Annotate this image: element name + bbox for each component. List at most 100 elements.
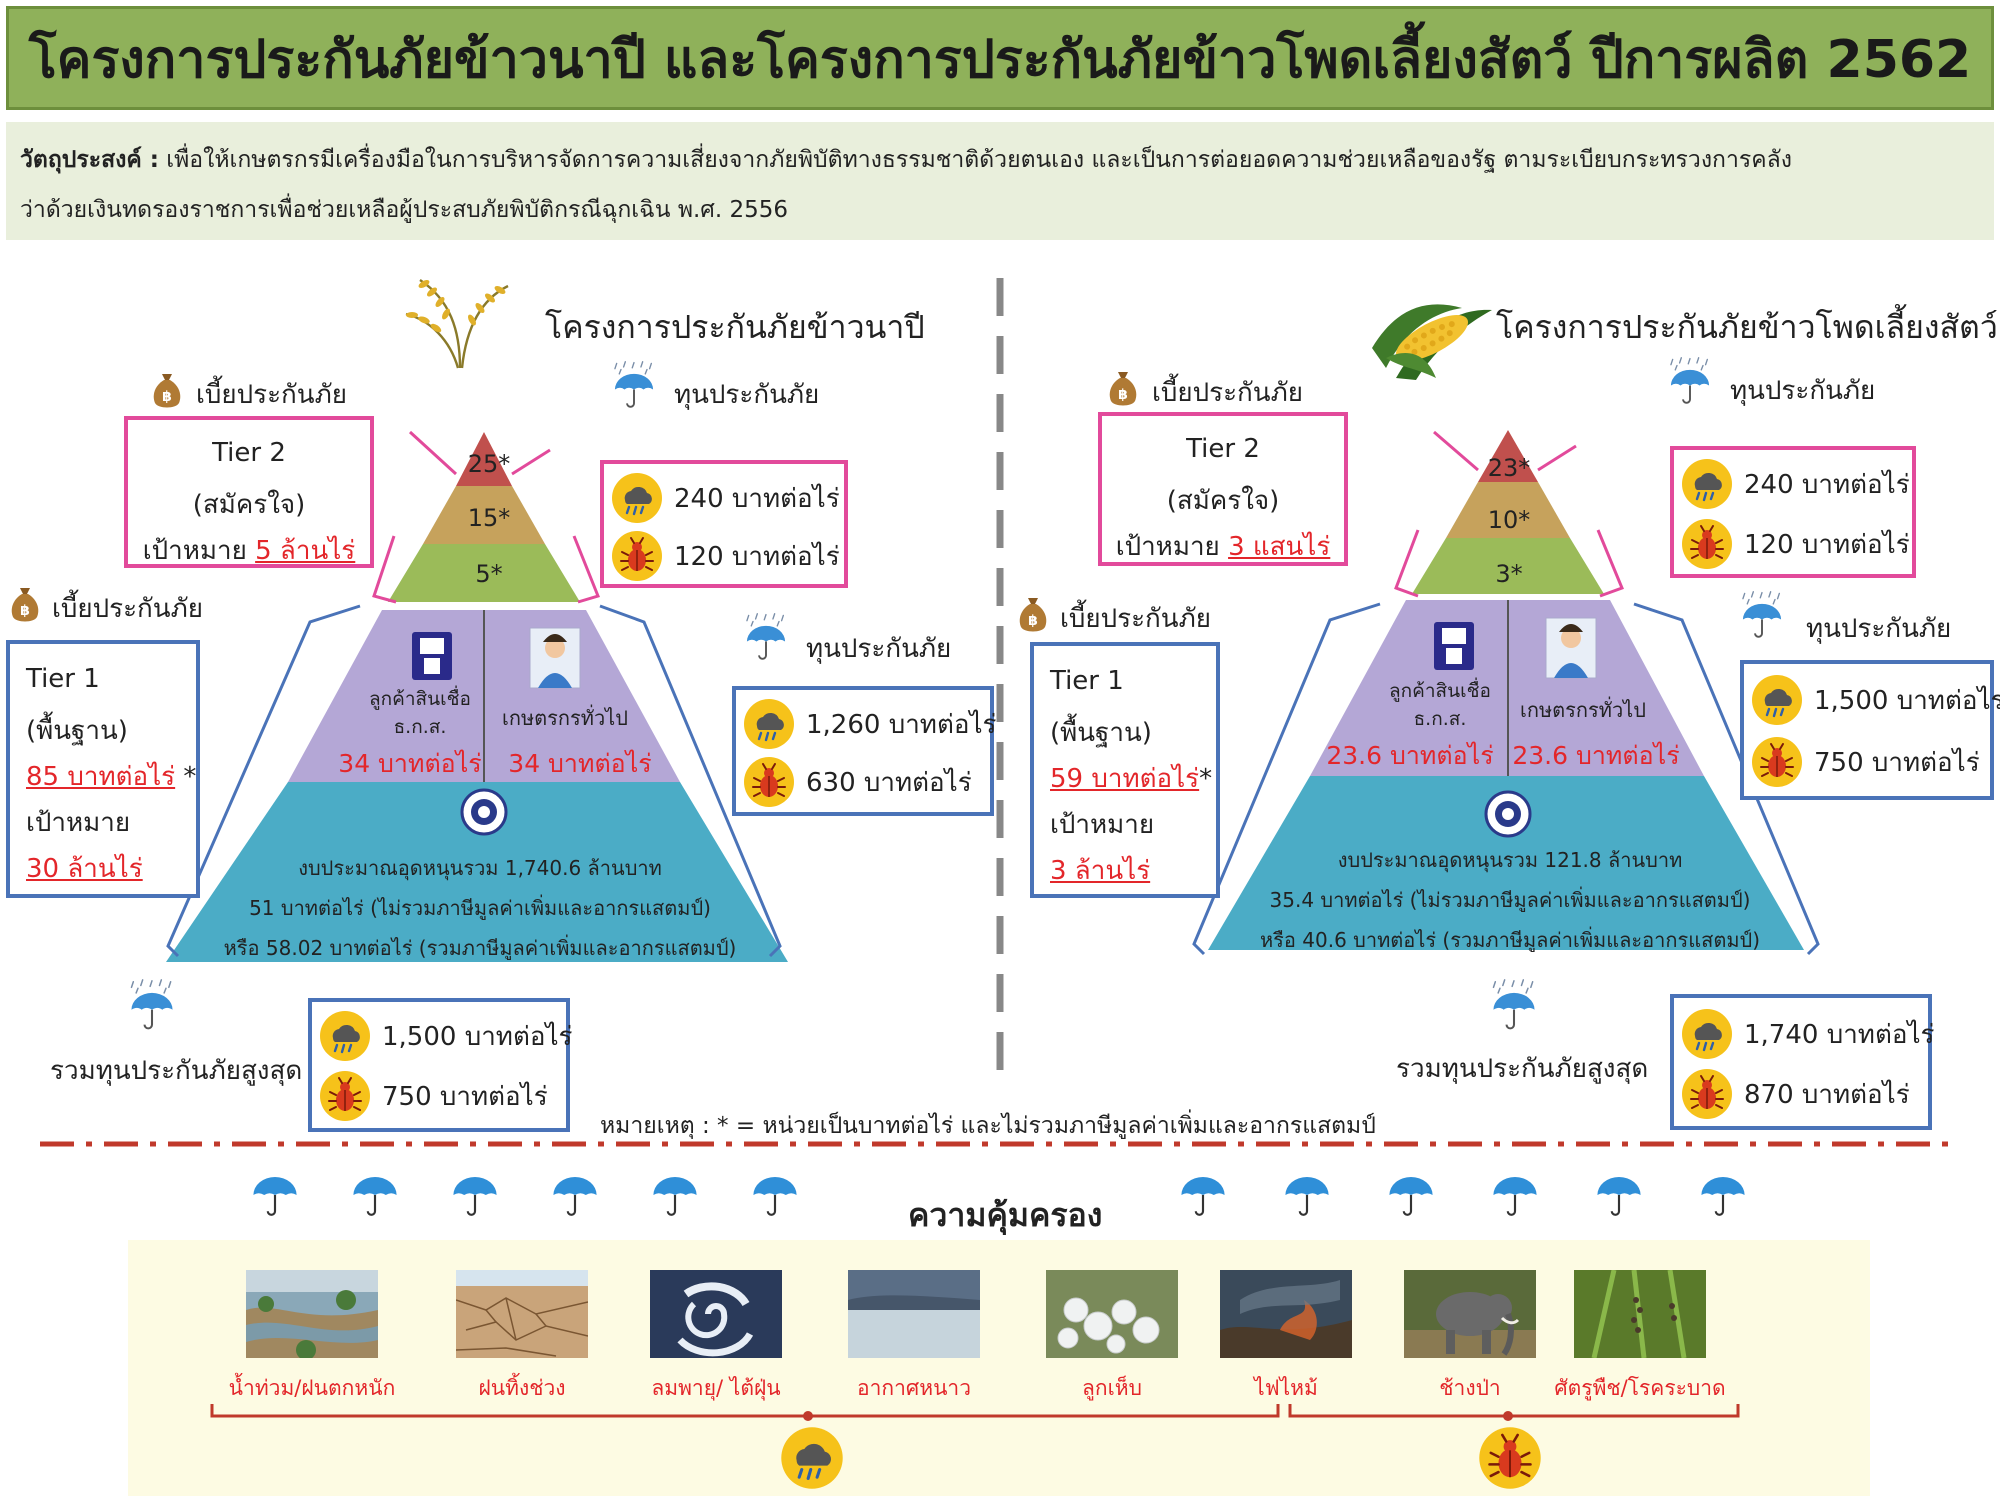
rain-cloud-icon [1752, 675, 1802, 725]
coverage-panel: น้ำท่วม/ฝนตกหนัก ฝนทิ้งช่วง ลมพายุ/ ไต้ฝ… [128, 1240, 1870, 1496]
money-bag-icon [1108, 368, 1138, 408]
section-divider [996, 278, 1004, 1078]
corn-tier2-type: (สมัครใจ) [1166, 486, 1280, 516]
corn-tier2-level-1: 23* [1487, 454, 1531, 482]
flood-photo [246, 1270, 378, 1358]
corn-baac-abbr: ธ.ก.ส. [1413, 708, 1467, 730]
umbrella-rain-icon [124, 978, 180, 1034]
rice-max-cover-box: 1,500 บาทต่อไร่ 750 บาทต่อไร่ [308, 998, 572, 1132]
rice-tier1-box: Tier 1 (พื้นฐาน) 85 บาทต่อไร่ * เป้าหมาย… [6, 640, 200, 898]
corn-tier2-pest-cover: 120 บาทต่อไร่ [1744, 529, 1910, 560]
corn-tier2-target-line: เป้าหมาย 3 แสนไร่ [1102, 526, 1344, 567]
pest-bug-icon [1682, 1069, 1732, 1119]
rice-tier2-target: 5 ล้านไร่ [255, 536, 356, 566]
rice-tier1-cover-box: 1,260 บาทต่อไร่ 630 บาทต่อไร่ [732, 686, 997, 816]
umbrella-rain-icon [1664, 356, 1716, 408]
rice-baac-premium: 34 บาทต่อไร่ [338, 749, 482, 778]
corn-tier1-mark: * [1199, 764, 1213, 794]
pest-bug-icon [1478, 1426, 1542, 1490]
coverage-item-7: ช้างป่า [1439, 1376, 1501, 1400]
corn-pyramid [1192, 430, 1820, 956]
rice-tier1-sum-label: ทุนประกันภัย [806, 634, 952, 664]
coverage-item-4: อากาศหนาว [856, 1376, 972, 1400]
coverage-item-5: ลูกเห็บ [1082, 1376, 1142, 1400]
objective-text-2: ว่าด้วยเงินทดรองราชการเพื่อช่วยเหลือผู้ป… [20, 197, 789, 223]
rice-tier1-type: (พื้นฐาน) [26, 716, 128, 746]
corn-tier2-target-label: เป้าหมาย [1115, 532, 1220, 562]
pest-bug-icon [320, 1071, 370, 1121]
pest-bug-icon [744, 757, 794, 807]
rice-tier2-level-3: 5* [475, 560, 503, 588]
objective-panel: วัตถุประสงค์ : เพื่อให้เกษตรกรมีเครื่องม… [6, 122, 1994, 240]
corn-general-farmer-label: เกษตรกรทั่วไป [1520, 698, 1646, 722]
farmer-avatar-icon [1545, 617, 1597, 679]
rice-tier2-pest-cover: 120 บาทต่อไร่ [674, 541, 840, 572]
rice-tier2-premium-label: เบี้ยประกันภัย [196, 380, 347, 410]
ministry-seal-icon [1484, 790, 1532, 838]
coverage-item-6: ไฟไหม้ [1254, 1376, 1318, 1400]
rice-pyramid [166, 430, 788, 962]
rice-general-farmer-label: เกษตรกรทั่วไป [502, 706, 628, 730]
corn-tier2-level-3: 3* [1495, 560, 1523, 588]
rice-tier2-type: (สมัครใจ) [192, 490, 306, 520]
corn-baac-customer-label: ลูกค้าสินเชื่อ [1389, 680, 1491, 702]
corn-max-total-label: รวมทุนประกันภัยสูงสุด [1396, 1054, 1649, 1084]
corn-tier1-sum-label: ทุนประกันภัย [1806, 614, 1952, 644]
corn-subsidy-line-2: 35.4 บาทต่อไร่ (ไม่รวมภาษีมูลค่าเพิ่มและ… [1269, 888, 1751, 912]
corn-general-premium: 23.6 บาทต่อไร่ [1512, 741, 1680, 770]
umbrella-rain-icon [1486, 978, 1542, 1034]
farmer-avatar-icon [529, 627, 581, 689]
rice-tier1-premium: 85 บาทต่อไร่ [26, 762, 176, 792]
corn-tier2-level-2: 10* [1487, 506, 1531, 534]
pest-bug-icon [612, 531, 662, 581]
drought-photo [456, 1270, 588, 1358]
title-bar: โครงการประกันภัยข้าวนาปี และโครงการประกั… [6, 6, 1994, 110]
rice-tier2-target-label: เป้าหมาย [142, 536, 247, 566]
corn-max-cover-box: 1,740 บาทต่อไร่ 870 บาทต่อไร่ [1670, 994, 1935, 1130]
corn-tier1-cover-box: 1,500 บาทต่อไร่ 750 บาทต่อไร่ [1740, 660, 2000, 800]
corn-tier2-target: 3 แสนไร่ [1228, 532, 1331, 562]
rice-tier1-disaster-cover: 1,260 บาทต่อไร่ [806, 709, 997, 740]
coverage-item-1: น้ำท่วม/ฝนตกหนัก [228, 1376, 396, 1400]
rice-baac-customer-label: ลูกค้าสินเชื่อ [369, 688, 471, 710]
money-bag-icon [10, 584, 40, 624]
rice-tier1-target-label: เป้าหมาย [26, 808, 131, 838]
rice-tier2-box: Tier 2 (สมัครใจ) เป้าหมาย 5 ล้านไร่ [124, 416, 374, 568]
corn-tier2-name: Tier 2 [1186, 434, 1260, 464]
pest-disease-photo [1574, 1270, 1706, 1358]
storm-photo [650, 1270, 782, 1358]
corn-tier1-name: Tier 1 [1050, 666, 1124, 696]
rice-tier1-premium-label: เบี้ยประกันภัย [52, 594, 203, 624]
corn-max-pest-cover: 870 บาทต่อไร่ [1744, 1079, 1910, 1110]
corn-max-disaster-cover: 1,740 บาทต่อไร่ [1744, 1019, 1935, 1050]
rice-tier2-disaster-cover: 240 บาทต่อไร่ [674, 483, 840, 514]
umbrella-rain-icon [740, 612, 792, 664]
rice-tier2-level-1: 25* [467, 450, 511, 478]
coverage-item-2: ฝนทิ้งช่วง [478, 1376, 566, 1400]
rice-tier1-premium-line: 85 บาทต่อไร่ * [26, 756, 196, 797]
rice-subsidy-line-3: หรือ 58.02 บาทต่อไร่ (รวมภาษีมูลค่าเพิ่ม… [223, 936, 737, 960]
umbrella-row-right [1180, 1175, 1746, 1216]
ministry-seal-icon [460, 788, 508, 836]
rice-tier2-level-2: 15* [467, 504, 511, 532]
rice-baac-abbr: ธ.ก.ส. [393, 716, 447, 738]
corn-tier1-box: Tier 1 (พื้นฐาน) 59 บาทต่อไร่* เป้าหมาย … [1030, 642, 1220, 898]
corn-subsidy-line-3: หรือ 40.6 บาทต่อไร่ (รวมภาษีมูลค่าเพิ่มแ… [1259, 928, 1760, 952]
corn-subsidy-line-1: งบประมาณอุดหนุนรวม 121.8 ล้านบาท [1337, 848, 1683, 872]
corn-tier2-sum-label: ทุนประกันภัย [1730, 376, 1876, 406]
rain-cloud-icon [1682, 1009, 1732, 1059]
red-dash-divider [40, 1141, 1960, 1147]
rice-subsidy-line-1: งบประมาณอุดหนุนรวม 1,740.6 ล้านบาท [298, 856, 662, 880]
corn-tier2-box: Tier 2 (สมัครใจ) เป้าหมาย 3 แสนไร่ [1098, 412, 1348, 566]
corn-tier1-premium-line: 59 บาทต่อไร่* [1050, 758, 1212, 799]
rice-tier1-mark: * [175, 762, 197, 792]
hail-photo [1046, 1270, 1178, 1358]
pest-bug-icon [1682, 519, 1732, 569]
rice-tier2-cover-box: 240 บาทต่อไร่ 120 บาทต่อไร่ [600, 460, 848, 588]
rice-subsidy-line-2: 51 บาทต่อไร่ (ไม่รวมภาษีมูลค่าเพิ่มและอา… [249, 896, 711, 920]
corn-tier1-target: 3 ล้านไร่ [1050, 856, 1151, 886]
wild-elephant-photo [1404, 1270, 1536, 1358]
money-bag-icon [152, 370, 182, 410]
objective-line-1: วัตถุประสงค์ : เพื่อให้เกษตรกรมีเครื่องม… [20, 142, 1792, 178]
corn-tier1-pest-cover: 750 บาทต่อไร่ [1814, 747, 1980, 778]
